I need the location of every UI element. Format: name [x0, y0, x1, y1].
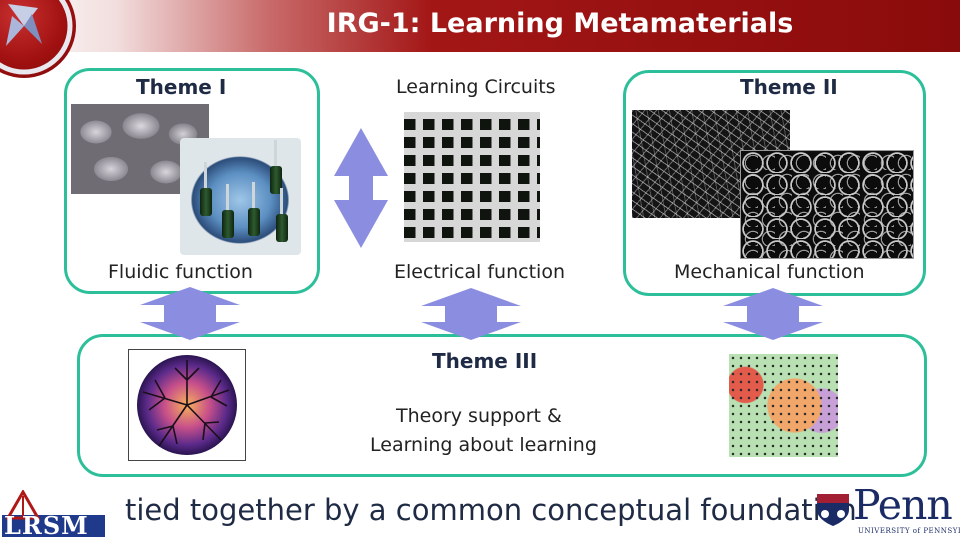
theme-3-title: Theme III — [432, 349, 538, 373]
theme-1-caption: Fluidic function — [108, 261, 253, 283]
electrical-caption: Electrical function — [394, 261, 565, 283]
page-title: IRG-1: Learning Metamaterials — [326, 8, 794, 39]
learning-circuits-title: Learning Circuits — [396, 76, 556, 98]
foundation-statement: tied together by a common conceptual fou… — [125, 493, 857, 527]
lrsm-logo-text: LRSM — [4, 511, 89, 540]
theme-1-title: Theme I — [136, 75, 227, 99]
double-arrow-left-icon — [140, 287, 240, 340]
theme-2-caption: Mechanical function — [674, 261, 865, 283]
double-arrow-center-icon — [421, 288, 521, 340]
theme-3-line-1: Theory support & — [396, 405, 562, 427]
lrsm-logo-bar — [2, 515, 105, 537]
penn-subtitle: UNIVERSITY of PENNSYLVANIA — [858, 527, 960, 535]
double-arrow-right-icon — [723, 288, 823, 340]
header-banner — [0, 0, 960, 52]
penn-shield-icon — [817, 494, 849, 526]
lattice-network-image — [729, 354, 838, 457]
penn-wordmark: Penn — [853, 481, 953, 529]
fluidic-device-image — [180, 138, 301, 255]
lrsm-emblem-icon — [6, 490, 40, 520]
irg-logo-icon — [0, 0, 76, 78]
branching-network-image — [128, 349, 246, 461]
theme-3-line-2: Learning about learning — [370, 434, 597, 456]
theme-2-title: Theme II — [740, 75, 838, 99]
learning-circuit-image — [404, 112, 540, 242]
foam-network-image — [740, 150, 914, 259]
vertical-double-arrow-icon — [334, 128, 388, 248]
